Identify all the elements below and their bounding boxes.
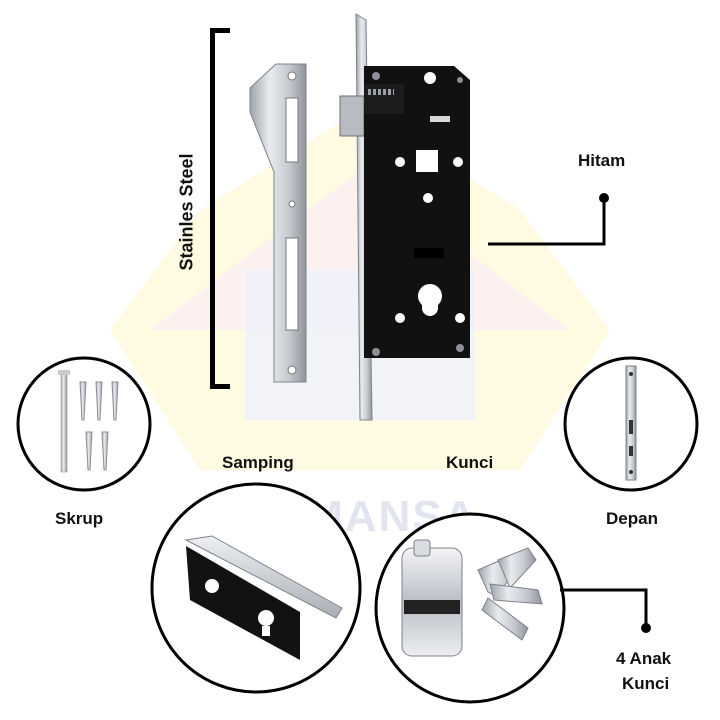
anak-kunci-label-line1: 4 Anak xyxy=(616,649,672,668)
stainless-steel-label: Stainles Steel xyxy=(176,153,197,271)
samping-label: Samping xyxy=(222,453,294,472)
depan-inset xyxy=(563,356,699,492)
hitam-label: Hitam xyxy=(578,151,626,170)
anak-kunci-callout xyxy=(560,588,651,633)
anak-kunci-label-line2: Kunci xyxy=(622,674,670,693)
kunci-label: Kunci xyxy=(446,453,494,472)
stainless-bracket xyxy=(210,28,230,389)
samping-inset xyxy=(150,482,362,694)
lock-body xyxy=(364,66,470,358)
strike-plate xyxy=(249,63,307,383)
skrup-inset xyxy=(16,356,152,492)
skrup-label: Skrup xyxy=(55,509,104,528)
kunci-inset xyxy=(374,512,566,704)
depan-label: Depan xyxy=(606,509,658,528)
hitam-callout xyxy=(488,193,609,246)
